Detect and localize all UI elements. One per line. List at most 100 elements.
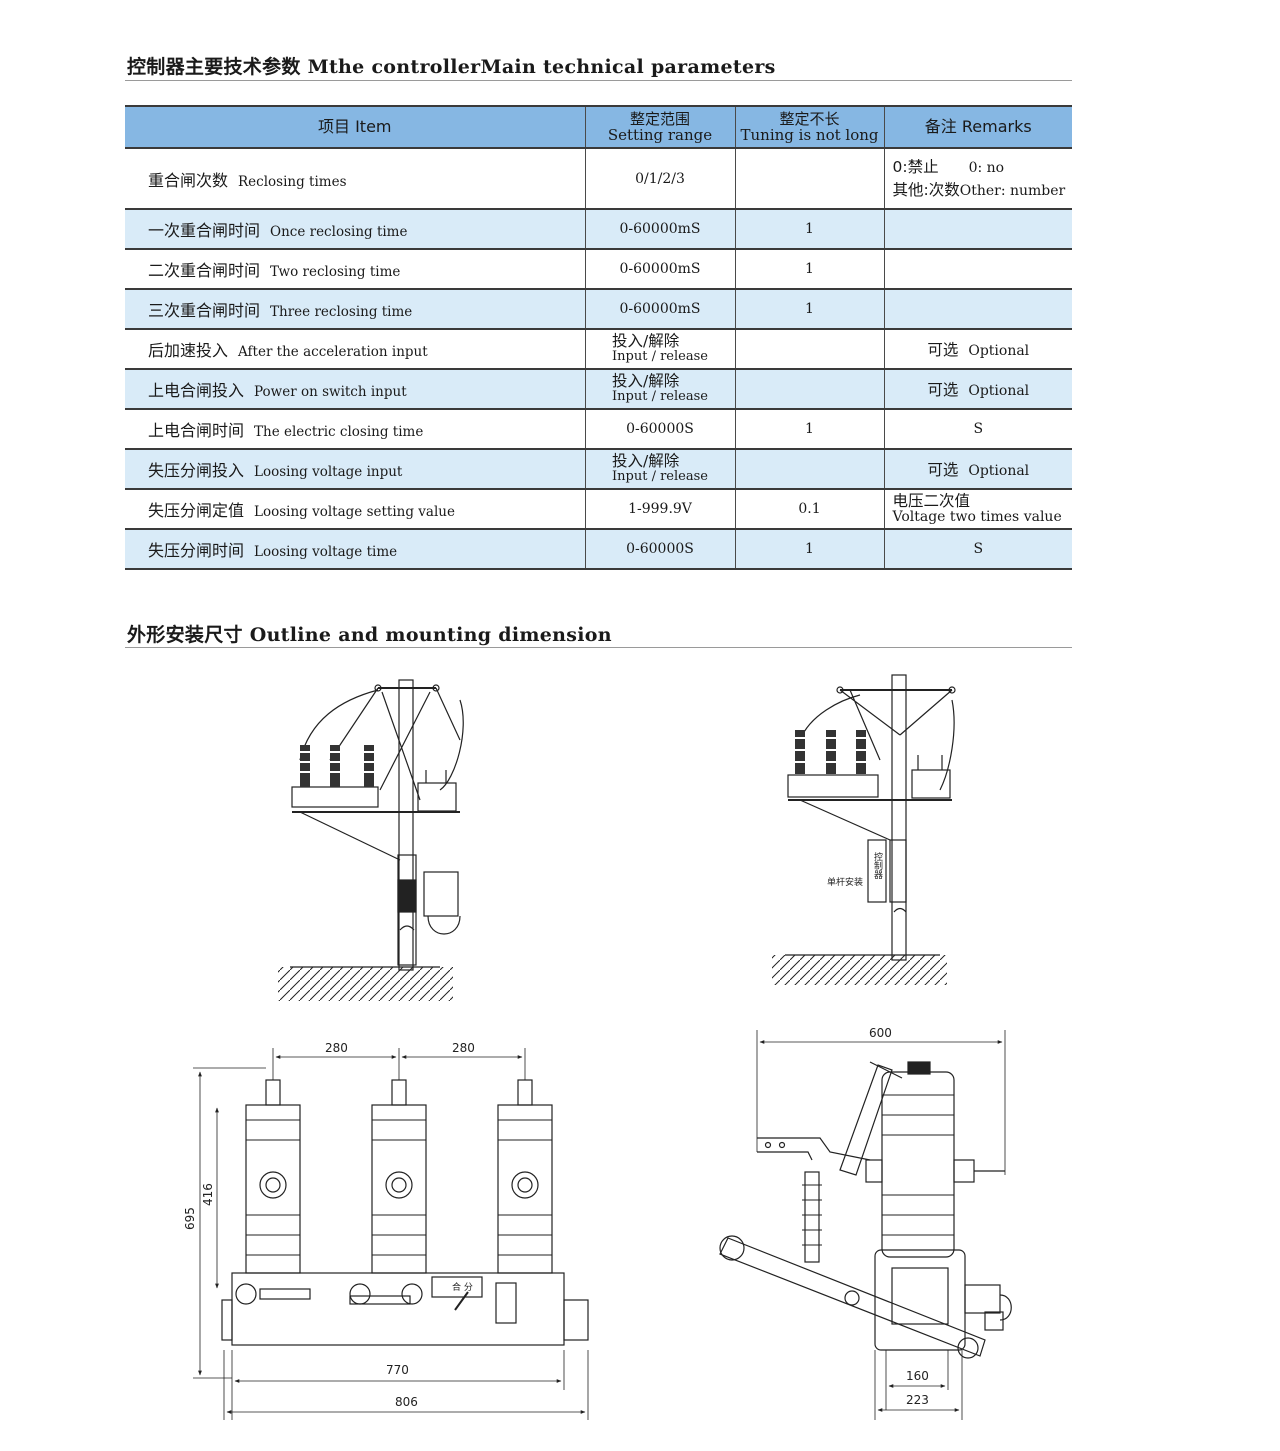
item-zh: 三次重合闸时间 (148, 301, 261, 320)
remark-zh: 可选 (927, 381, 959, 399)
insulator-stack (300, 745, 374, 787)
range-cell: 1-999.9V (585, 489, 736, 529)
step-cell (735, 329, 885, 369)
controller-label: 控制器 (872, 851, 883, 879)
remark-line1-zh: 0:禁止 (892, 157, 939, 176)
header-step-zh: 整定不长 (779, 110, 840, 128)
remark-line1-en: 0: no (968, 159, 1005, 176)
item-zh: 后加速投入 (148, 341, 229, 360)
header-item: 项目 Item (125, 105, 586, 149)
dim-base-inner: 160 (906, 1369, 929, 1383)
pole-insulators (245, 1079, 553, 1274)
remark-cell: 电压二次值 Voltage two times value (884, 489, 1072, 529)
range-cell: 0-60000S (585, 529, 736, 569)
item-cell: 重合闸次数 Reclosing times (125, 148, 586, 209)
remark-zh: 可选 (927, 341, 959, 359)
table-row: 一次重合闸时间 Once reclosing time 0-60000mS 1 (125, 209, 1072, 249)
item-en: Loosing voltage time (254, 544, 398, 560)
dim-height-total: 695 (183, 1207, 197, 1230)
remark-cell: 可选 Optional (884, 369, 1072, 409)
dim-spacing-left: 280 (325, 1041, 348, 1055)
remark-line2-zh: 其他:次数 (892, 180, 960, 199)
panel-label: 合 分 (452, 1281, 473, 1293)
item-cell: 后加速投入 After the acceleration input (125, 329, 586, 369)
step-cell: 1 (735, 409, 885, 449)
header-range-en: Setting range (607, 126, 713, 144)
pole-mount-drawing-right (772, 674, 956, 985)
remark-line2: 其他:次数Other: number (893, 179, 1073, 202)
remark-en: Optional (968, 383, 1030, 399)
item-zh: 重合闸次数 (148, 170, 229, 190)
dim-base-outer: 223 (906, 1393, 929, 1407)
dim-top-width: 600 (869, 1026, 892, 1040)
side-elevation-drawing (719, 1030, 1012, 1420)
params-title-rule (125, 80, 1072, 81)
item-zh: 二次重合闸时间 (148, 261, 261, 280)
step-cell (735, 449, 885, 489)
remark-line1: 0:禁止 0: no (893, 156, 1073, 179)
params-section-title: 控制器主要技术参数 Mthe controllerMain technical … (127, 56, 776, 78)
step-cell: 1 (735, 529, 885, 569)
table-header-row: 项目 Item 整定范围 Setting range 整定不长 Tuning i… (125, 105, 1072, 149)
remark-zh: 电压二次值 (892, 492, 971, 510)
dim-spacing-right: 280 (452, 1041, 475, 1055)
step-cell: 0.1 (735, 489, 885, 529)
item-en: Reclosing times (238, 173, 347, 190)
item-zh: 上电合闸时间 (148, 421, 245, 440)
header-setting-range: 整定范围 Setting range (585, 105, 736, 149)
remark-cell: S (973, 541, 984, 557)
range-cell: 0-60000mS (585, 249, 736, 289)
item-cell: 二次重合闸时间 Two reclosing time (125, 249, 586, 289)
range-en: Input / release (612, 349, 708, 364)
item-en: Three reclosing time (270, 304, 413, 320)
item-cell: 三次重合闸时间 Three reclosing time (125, 289, 586, 329)
remark-en: Voltage two times value (892, 509, 1062, 525)
item-en: Two reclosing time (270, 264, 401, 280)
item-en: After the acceleration input (238, 344, 428, 360)
step-cell: 1 (735, 289, 885, 329)
dim-width-outer: 806 (395, 1395, 418, 1409)
range-cell: 0-60000mS (585, 209, 736, 249)
dim-width-inner: 770 (386, 1363, 409, 1377)
range-cell: 0-60000mS (585, 289, 736, 329)
front-elevation-drawing (193, 1048, 589, 1420)
parameters-table: 项目 Item 整定范围 Setting range 整定不长 Tuning i… (125, 105, 1072, 570)
step-cell: 1 (735, 209, 885, 249)
table-row: 二次重合闸时间 Two reclosing time 0-60000mS 1 (125, 249, 1072, 289)
remark-cell: S (973, 421, 984, 437)
range-zh: 投入/解除 (612, 452, 680, 470)
item-cell: 一次重合闸时间 Once reclosing time (125, 209, 586, 249)
remark-en: Optional (968, 343, 1030, 359)
remark-cell: 可选 Optional (884, 329, 1072, 369)
step-cell: 1 (735, 249, 885, 289)
remark-cell: 0:禁止 0: no 其他:次数Other: number (884, 148, 1072, 209)
item-zh: 一次重合闸时间 (148, 221, 261, 240)
header-remarks: 备注 Remarks (884, 105, 1072, 149)
item-zh: 失压分闸定值 (148, 501, 245, 520)
remark-line2-en: Other: number (959, 182, 1066, 199)
range-zh: 投入/解除 (612, 332, 680, 350)
item-en: The electric closing time (254, 424, 424, 440)
range-en: Input / release (612, 389, 708, 404)
range-en: Input / release (612, 469, 708, 484)
header-tuning-step: 整定不长 Tuning is not long (735, 105, 885, 149)
remark-zh: 可选 (927, 461, 959, 479)
step-cell (735, 369, 885, 409)
item-en: Loosing voltage input (254, 464, 403, 480)
single-pole-label: 单杆安装 (827, 876, 863, 888)
item-en: Power on switch input (254, 384, 407, 400)
item-en: Once reclosing time (270, 224, 408, 240)
